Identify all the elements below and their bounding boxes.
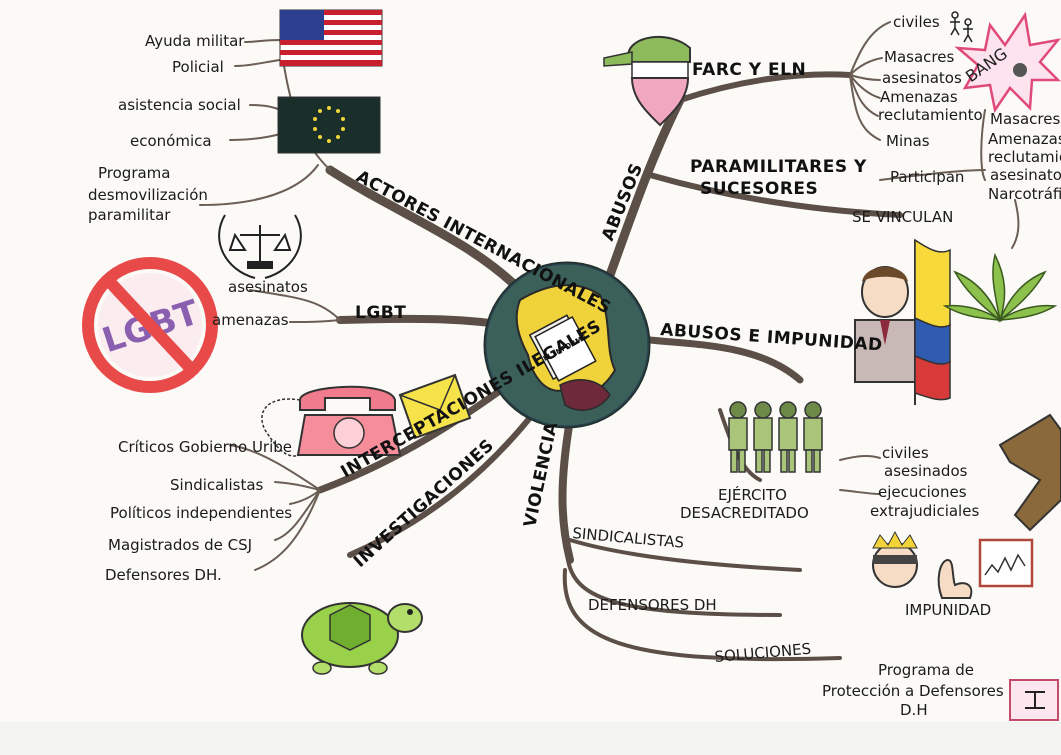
label-sindicalistas: SINDICALISTAS [572,524,685,552]
usa-flag-icon [279,9,383,67]
branch-violencia [558,416,574,564]
turtle-icon [301,602,423,675]
label-para-amenazas: Amenazas [988,130,1061,148]
label-proteccion-3: D.H [900,701,928,719]
envelope-icon [398,373,472,440]
fingerprint-chart-icon [978,538,1034,588]
label-abusos-impunidad: ABUSOS E IMPUNIDAD [660,320,884,355]
label-programa-1: Programa [98,164,170,182]
central-globe: EL INFORME [483,261,651,429]
label-sindicalistas-int: Sindicalistas [170,476,264,494]
label-defensores: DEFENSORES DH [588,596,717,614]
label-farc: FARC Y ELN [692,60,806,80]
label-proteccion-1: Programa de [878,661,974,679]
label-asesinatos: asesinatos [882,69,962,87]
label-amenazas: Amenazas [880,88,958,106]
label-amenazas-lgbt: amenazas [212,311,289,329]
branch-abusos-impunidad [646,336,804,384]
cannabis-leaf-icon [942,252,1058,323]
no-lgbt-sign-icon: LGBT [82,257,218,393]
blindfolded-man-icon [872,530,918,588]
stick-figures-icon [950,11,973,43]
label-magistrados: Magistrados de CSJ [108,536,252,554]
label-asistencia-social: asistencia social [118,96,241,114]
page-bottom-strip [0,722,1061,755]
finger-icon [937,558,973,599]
branch-interceptaciones [316,376,519,494]
branch-investigaciones [347,402,543,558]
label-participan: Participan [890,168,964,186]
label-proteccion-2: Protección a Defensores [822,682,1004,700]
label-ejecuciones-1: ejecuciones [878,483,967,501]
label-programa-2: desmovilización [88,186,208,204]
label-policial: Policial [172,58,224,76]
label-reclutamiento: reclutamiento [878,106,983,124]
justice-scales-icon [218,214,302,279]
leaf-labels: Ayuda militar Policial asistencia social… [88,13,1061,719]
guerrilla-icon [603,35,691,127]
label-ejecuciones-2: extrajudiciales [870,502,979,520]
branch-farc [677,71,853,103]
label-criticos: Críticos Gobierno Uribe [118,438,292,456]
telephone-icon [261,385,402,457]
label-para-masacres: Masacres [990,110,1060,128]
soldiers-icon [728,401,823,473]
branch-sindicalistas [568,538,802,572]
branch-abusos [605,95,685,280]
label-se-vinculan: SE VINCULAN [852,208,953,226]
branch-soluciones [562,568,842,662]
branch-paramilitares [647,172,903,218]
branch-defensores [566,558,782,617]
label-civiles: civiles [893,13,940,31]
gun-icon [998,413,1061,532]
label-paramilitares-2: SUCESORES [700,179,818,199]
colombia-flag-icon [914,238,951,405]
label-asesinatos-lgbt: asesinatos [228,278,308,296]
label-defensores-int: Defensores DH. [105,566,222,584]
label-civiles-asesinados-2: asesinados [884,462,968,480]
label-impunidad: IMPUNIDAD [905,601,991,619]
label-minas: Minas [886,132,930,150]
label-para-asesinatos: asesinatos [990,166,1061,184]
label-paramilitares-1: PARAMILITARES Y [690,157,867,177]
label-civiles-asesinados-1: civiles [882,444,929,462]
label-ayuda-militar: Ayuda militar [145,32,245,50]
bang-burst-icon: BANG [954,11,1061,114]
label-politicos: Políticos independientes [110,504,292,522]
stamp-icon [1009,679,1059,721]
label-lgbt: LGBT [355,303,406,323]
label-programa-3: paramilitar [88,206,171,224]
label-ejercito-2: DESACREDITADO [680,504,809,522]
label-narcotrafico: Narcotráfico [988,185,1061,203]
label-masacres: Masacres [884,48,954,66]
label-violencia: VIOLENCIA [520,420,562,529]
eu-flag-icon [277,96,381,154]
branch-actores [325,165,525,295]
label-para-reclutamiento: reclutamiento [988,148,1061,166]
label-actores-internacionales: ACTORES INTERNACIONALES [353,167,615,319]
label-economica: económica [130,132,212,150]
paramilitary-man-icon [854,266,920,383]
label-ejercito-1: EJÉRCITO [718,485,787,504]
label-soluciones: SOLUCIONES [714,640,812,666]
